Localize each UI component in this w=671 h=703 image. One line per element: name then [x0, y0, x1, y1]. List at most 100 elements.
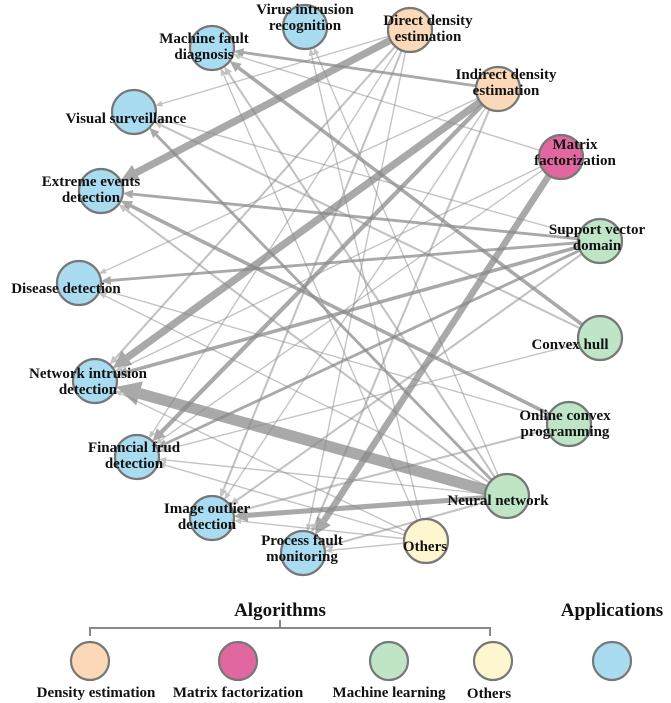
edge-arrowhead-indirect-disease	[98, 267, 107, 274]
legend-label-ml: Machine learning	[333, 685, 446, 701]
node-circle-online	[545, 400, 593, 448]
node-label-online-1: programming	[521, 424, 610, 440]
edge-arrowhead-neural-visual	[149, 127, 160, 139]
node-label-neural-0: Neural network	[447, 493, 549, 509]
edge-arrowhead-svd-disease	[100, 275, 112, 285]
legend-label-density: Density estimation	[37, 685, 156, 701]
legend-items: Density estimation Matrix factorization Ma…	[37, 640, 633, 702]
edge-arrowhead-indirect-machine	[233, 48, 245, 57]
node-label-image-0: Image outlier	[164, 501, 251, 517]
edge-arrowhead-neural-process	[324, 541, 334, 549]
edge-arrowhead-direct-process	[305, 523, 312, 532]
edge-matrix-financial	[160, 164, 551, 441]
node-label-virus-1: recognition	[269, 18, 342, 34]
node-circle-visual	[110, 88, 158, 136]
node-label-svd-1: domain	[573, 238, 622, 254]
edge-others-process	[332, 541, 413, 551]
edge-arrowhead-neural-virus	[313, 47, 320, 56]
edge-svd-financial	[165, 245, 589, 445]
edge-arrowhead-others-virus	[308, 48, 315, 57]
edge-arrowhead-svd-financial	[156, 439, 168, 448]
edge-others-image	[241, 520, 413, 541]
node-label-direct-1: estimation	[395, 29, 462, 45]
node-label-online-0: Online convex	[519, 408, 611, 424]
node-label-virus-0: Virus intrusion	[256, 2, 354, 18]
edge-matrix-machine	[239, 56, 549, 154]
legend-label-matrix: Matrix factorization	[173, 685, 304, 701]
legend-algorithms-bracket	[89, 620, 491, 636]
edge-arrowhead-others-machine	[220, 68, 227, 77]
node-label-disease-0: Disease detection	[11, 281, 121, 297]
node-label-machine-1: diagnosis	[174, 47, 233, 63]
edge-others-machine	[223, 74, 422, 530]
edge-arrowhead-others-image	[233, 518, 242, 525]
edge-matrix-network	[121, 162, 550, 369]
edge-arrowhead-indirect-financial	[152, 428, 166, 442]
edge-arrowhead-hull-financial	[158, 446, 167, 453]
node-label-image-1: detection	[178, 517, 237, 533]
edge-arrowhead-svd-network	[116, 367, 129, 378]
edge-matrix-process	[321, 166, 557, 523]
node-circle-indirect	[474, 65, 522, 113]
edge-neural-network	[138, 388, 496, 498]
legend-swatch-application	[591, 640, 633, 682]
node-circle-financial	[113, 433, 161, 481]
edge-arrowhead-indirect-network	[112, 350, 133, 369]
edge-arrowhead-others-financial	[158, 462, 166, 469]
edge-arrowhead-matrix-machine	[232, 53, 241, 60]
node-label-direct-0: Direct density	[383, 13, 473, 29]
node-circle-process	[279, 529, 327, 577]
edge-online-disease	[106, 290, 557, 421]
edge-svd-image	[236, 247, 590, 502]
edge-svd-disease	[110, 240, 587, 282]
edge-svd-visual	[162, 119, 588, 239]
node-label-matrix-0: Matrix	[553, 137, 598, 153]
edge-arrowhead-neural-image	[233, 508, 249, 522]
edge-arrowhead-neural-financial	[158, 457, 167, 464]
edge-neural-disease	[104, 295, 496, 491]
edge-svd-network	[126, 242, 588, 374]
edge-arrowhead-svd-extreme	[122, 189, 134, 199]
legend: Algorithms Applications Density estimati…	[37, 600, 664, 702]
edge-arrowhead-svd-visual	[155, 116, 164, 123]
node-circle-virus	[281, 3, 329, 51]
edge-arrowhead-neural-network	[116, 381, 143, 406]
edge-arrowhead-hull-machine	[229, 61, 242, 73]
node-disease: Disease detection	[11, 259, 121, 307]
node-label-financial-0: Financial frud	[88, 440, 181, 456]
edge-neural-virus	[315, 53, 503, 485]
node-label-process-1: monitoring	[266, 549, 338, 565]
edge-hull-visual	[161, 124, 589, 334]
node-circle-hull	[576, 314, 624, 362]
node-circle-extreme	[77, 167, 125, 215]
edge-arrowhead-direct-financial	[148, 430, 156, 439]
edge-svd-extreme	[132, 192, 588, 242]
edge-hull-financial	[165, 340, 588, 451]
legend-label-others: Others	[467, 686, 511, 702]
node-label-extreme-1: detection	[62, 190, 121, 206]
node-neural: Neural network	[447, 472, 549, 520]
edge-direct-image	[222, 41, 407, 491]
node-label-machine-0: Machine fault	[159, 31, 249, 47]
edge-hull-machine	[237, 66, 591, 332]
node-label-financial-1: detection	[105, 456, 164, 472]
legend-swatch-matrix	[217, 640, 259, 682]
node-circle-neural	[483, 472, 531, 520]
node-circle-network	[71, 357, 119, 405]
edge-arrowhead-indirect-image	[224, 491, 231, 500]
node-label-network-0: Network intrusion	[29, 366, 148, 382]
node-label-visual-0: Visual surveillance	[66, 111, 187, 127]
node-circle-direct	[386, 6, 434, 54]
edge-arrowhead-others-process	[324, 547, 333, 554]
node-label-svd-0: Support vector	[549, 222, 646, 238]
